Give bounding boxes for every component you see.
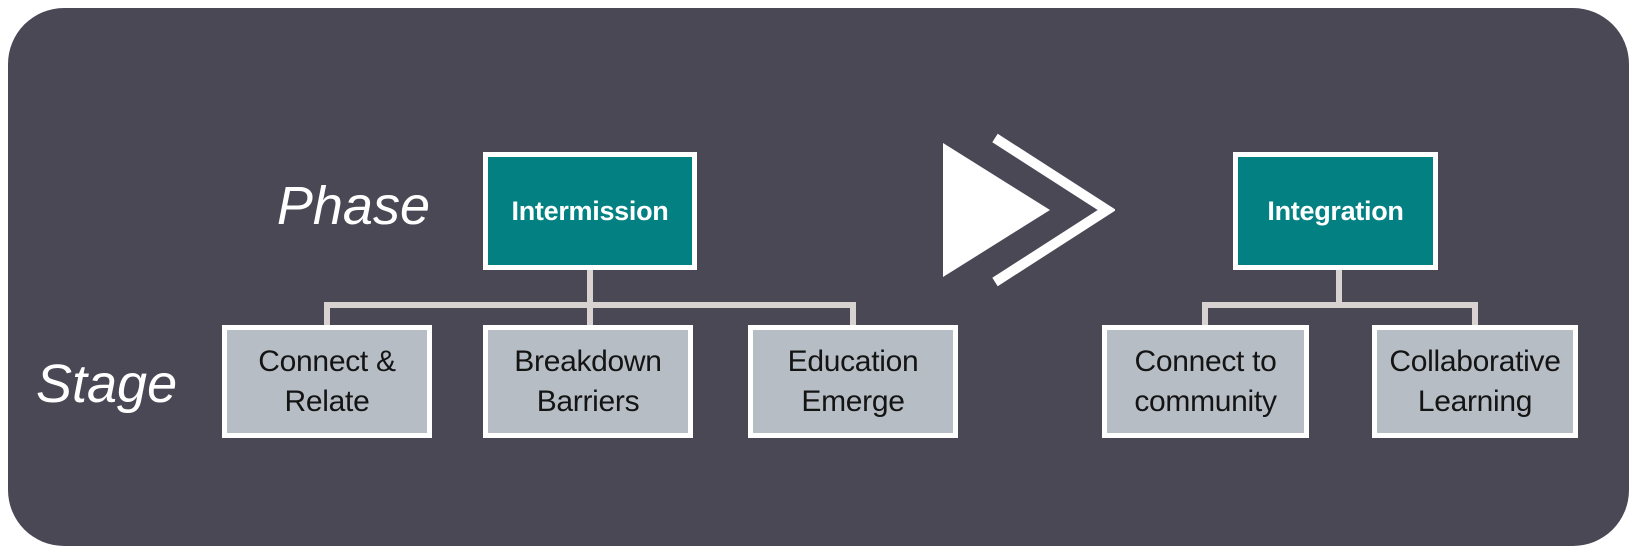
- stage-box-education-emerge: Education Emerge: [748, 325, 958, 438]
- connector-integration-stem: [1336, 270, 1342, 308]
- connector-drop-collaborative-learning: [1472, 302, 1478, 325]
- phase-row-label: Phase: [276, 176, 430, 236]
- arrow-chevron: [992, 133, 1115, 287]
- stage-box-connect-community: Connect to community: [1102, 325, 1309, 438]
- connector-drop-education-emerge: [850, 302, 856, 325]
- transition-arrow-icon: [943, 133, 1115, 287]
- connector-drop-connect-community: [1202, 302, 1208, 325]
- stage-box-breakdown-barriers: Breakdown Barriers: [483, 325, 693, 438]
- stage-box-collaborative-learning: Collaborative Learning: [1372, 325, 1578, 438]
- arrow-triangle: [943, 143, 1050, 277]
- connector-integration-crossbar: [1202, 302, 1478, 308]
- stage-box-connect-relate: Connect & Relate: [222, 325, 432, 438]
- phase-box-integration: Integration: [1233, 152, 1438, 270]
- connector-intermission-stem: [587, 268, 593, 325]
- phase-box-intermission: Intermission: [483, 152, 697, 270]
- connector-drop-connect-relate: [324, 302, 330, 325]
- diagram-background-panel: [8, 8, 1629, 546]
- connector-intermission-crossbar: [324, 302, 856, 308]
- stage-row-label: Stage: [36, 354, 178, 414]
